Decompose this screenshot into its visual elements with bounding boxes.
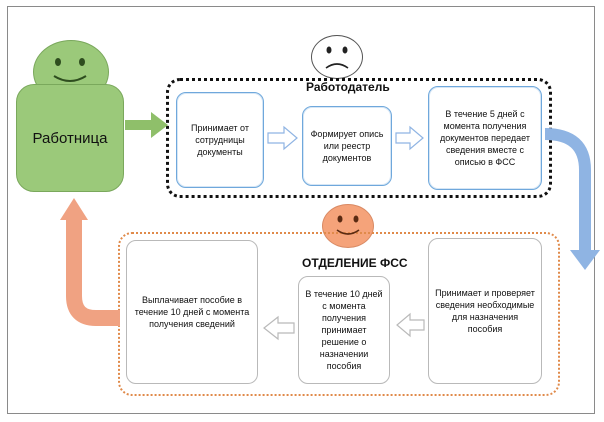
sad-face-features-icon (325, 46, 349, 69)
employer-step-2-text: Формирует опись или реестр документов (310, 129, 384, 163)
fss-step-2: В течение 10 дней с момента получения пр… (298, 276, 390, 384)
arrow-fss-1-2 (396, 312, 425, 338)
fss-step-1-text: Принимает и проверяет сведения необходим… (435, 288, 535, 334)
sad-face-icon (311, 35, 363, 79)
fss-title: ОТДЕЛЕНИЕ ФСС (302, 256, 408, 270)
arrow-employer-2-3 (395, 125, 424, 151)
fss-step-3-text: Выплачивает пособие в течение 10 дней с … (134, 295, 250, 329)
smiling-face-icon (322, 204, 374, 248)
employer-step-3-text: В течение 5 дней с момента получения док… (440, 109, 530, 167)
fss-step-2-text: В течение 10 дней с момента получения пр… (305, 289, 383, 371)
arrow-employer-1-2 (267, 125, 298, 151)
fss-step-1: Принимает и проверяет сведения необходим… (428, 238, 542, 384)
employer-step-1: Принимает от сотрудницы документы (176, 92, 264, 188)
employer-title: Работодатель (306, 80, 390, 94)
worker-face-icon (53, 58, 87, 82)
arrow-worker-to-employer (125, 112, 168, 138)
worker-label: Работница (32, 129, 108, 147)
fss-face-features-icon (336, 215, 360, 235)
fss-step-3: Выплачивает пособие в течение 10 дней с … (126, 240, 258, 384)
arrow-employer-to-fss (544, 128, 600, 270)
employer-step-1-text: Принимает от сотрудницы документы (191, 123, 249, 157)
arrow-fss-to-worker (60, 198, 120, 326)
worker-node: Работница (16, 84, 124, 192)
employer-step-2: Формирует опись или реестр документов (302, 106, 392, 186)
employer-step-3: В течение 5 дней с момента получения док… (428, 86, 542, 190)
arrow-fss-2-3 (263, 315, 295, 341)
